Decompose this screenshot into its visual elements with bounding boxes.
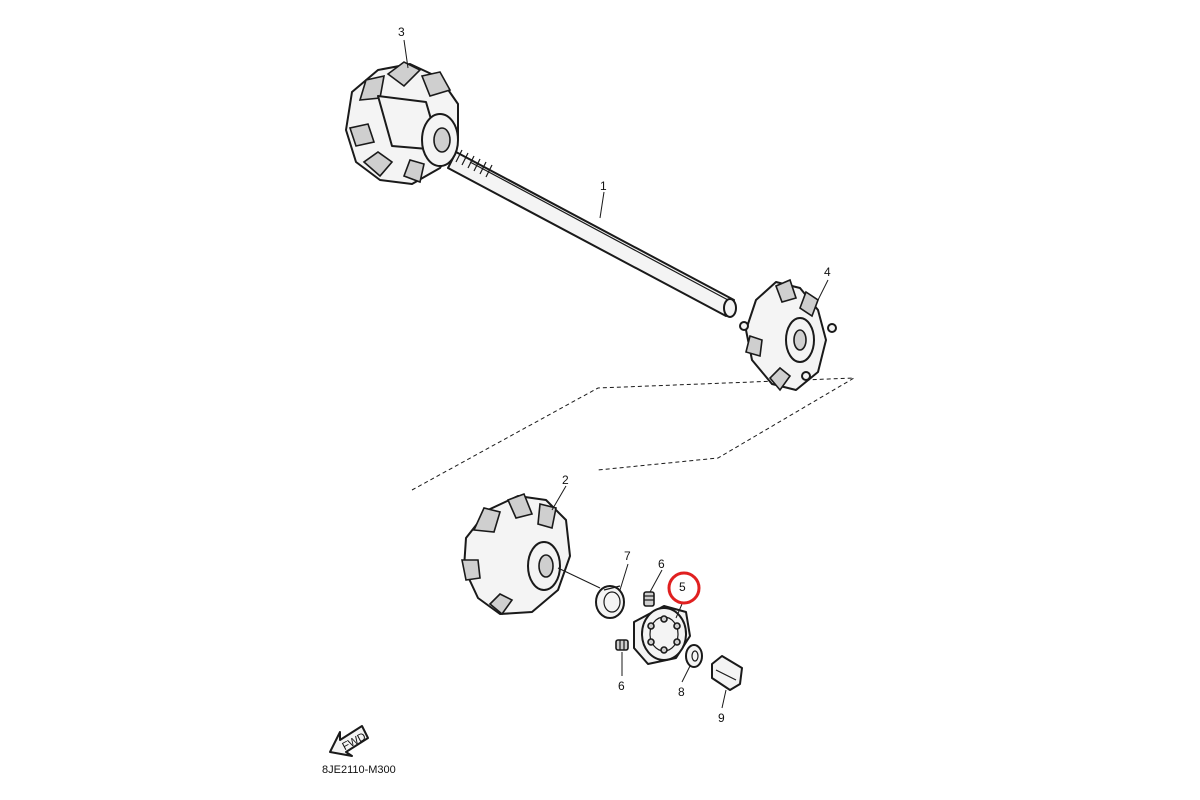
part-6-setscrew-upper — [643, 591, 655, 607]
callout-6-lower: 6 — [618, 679, 625, 693]
callout-4: 4 — [824, 265, 831, 279]
callout-1: 1 — [600, 179, 607, 193]
fwd-label: FWD — [340, 731, 368, 753]
part-3-sprocket-upper — [345, 61, 459, 185]
leader-lines — [403, 39, 829, 709]
part-1-shaft — [447, 149, 737, 318]
callout-5: 5 — [679, 580, 686, 594]
reference-code: 8JE2110-M300 — [322, 764, 396, 776]
callout-8: 8 — [678, 685, 685, 699]
callout-3: 3 — [398, 25, 405, 39]
part-6-setscrew-lower — [615, 639, 629, 651]
part-5-bearing — [633, 605, 691, 665]
part-2-sprocket-lower — [461, 492, 601, 616]
highlight-circle — [667, 571, 701, 605]
fwd-arrow-icon: FWD — [329, 725, 369, 757]
part-8-washer — [685, 644, 703, 668]
part-7-circlip — [595, 585, 625, 619]
callout-6-upper: 6 — [658, 557, 665, 571]
part-9-bolt — [711, 655, 743, 691]
dashed-alignment-box — [411, 377, 855, 491]
part-4-sprocket-right — [739, 278, 837, 392]
callout-9: 9 — [718, 711, 725, 725]
callout-7: 7 — [624, 549, 631, 563]
callout-2: 2 — [562, 473, 569, 487]
